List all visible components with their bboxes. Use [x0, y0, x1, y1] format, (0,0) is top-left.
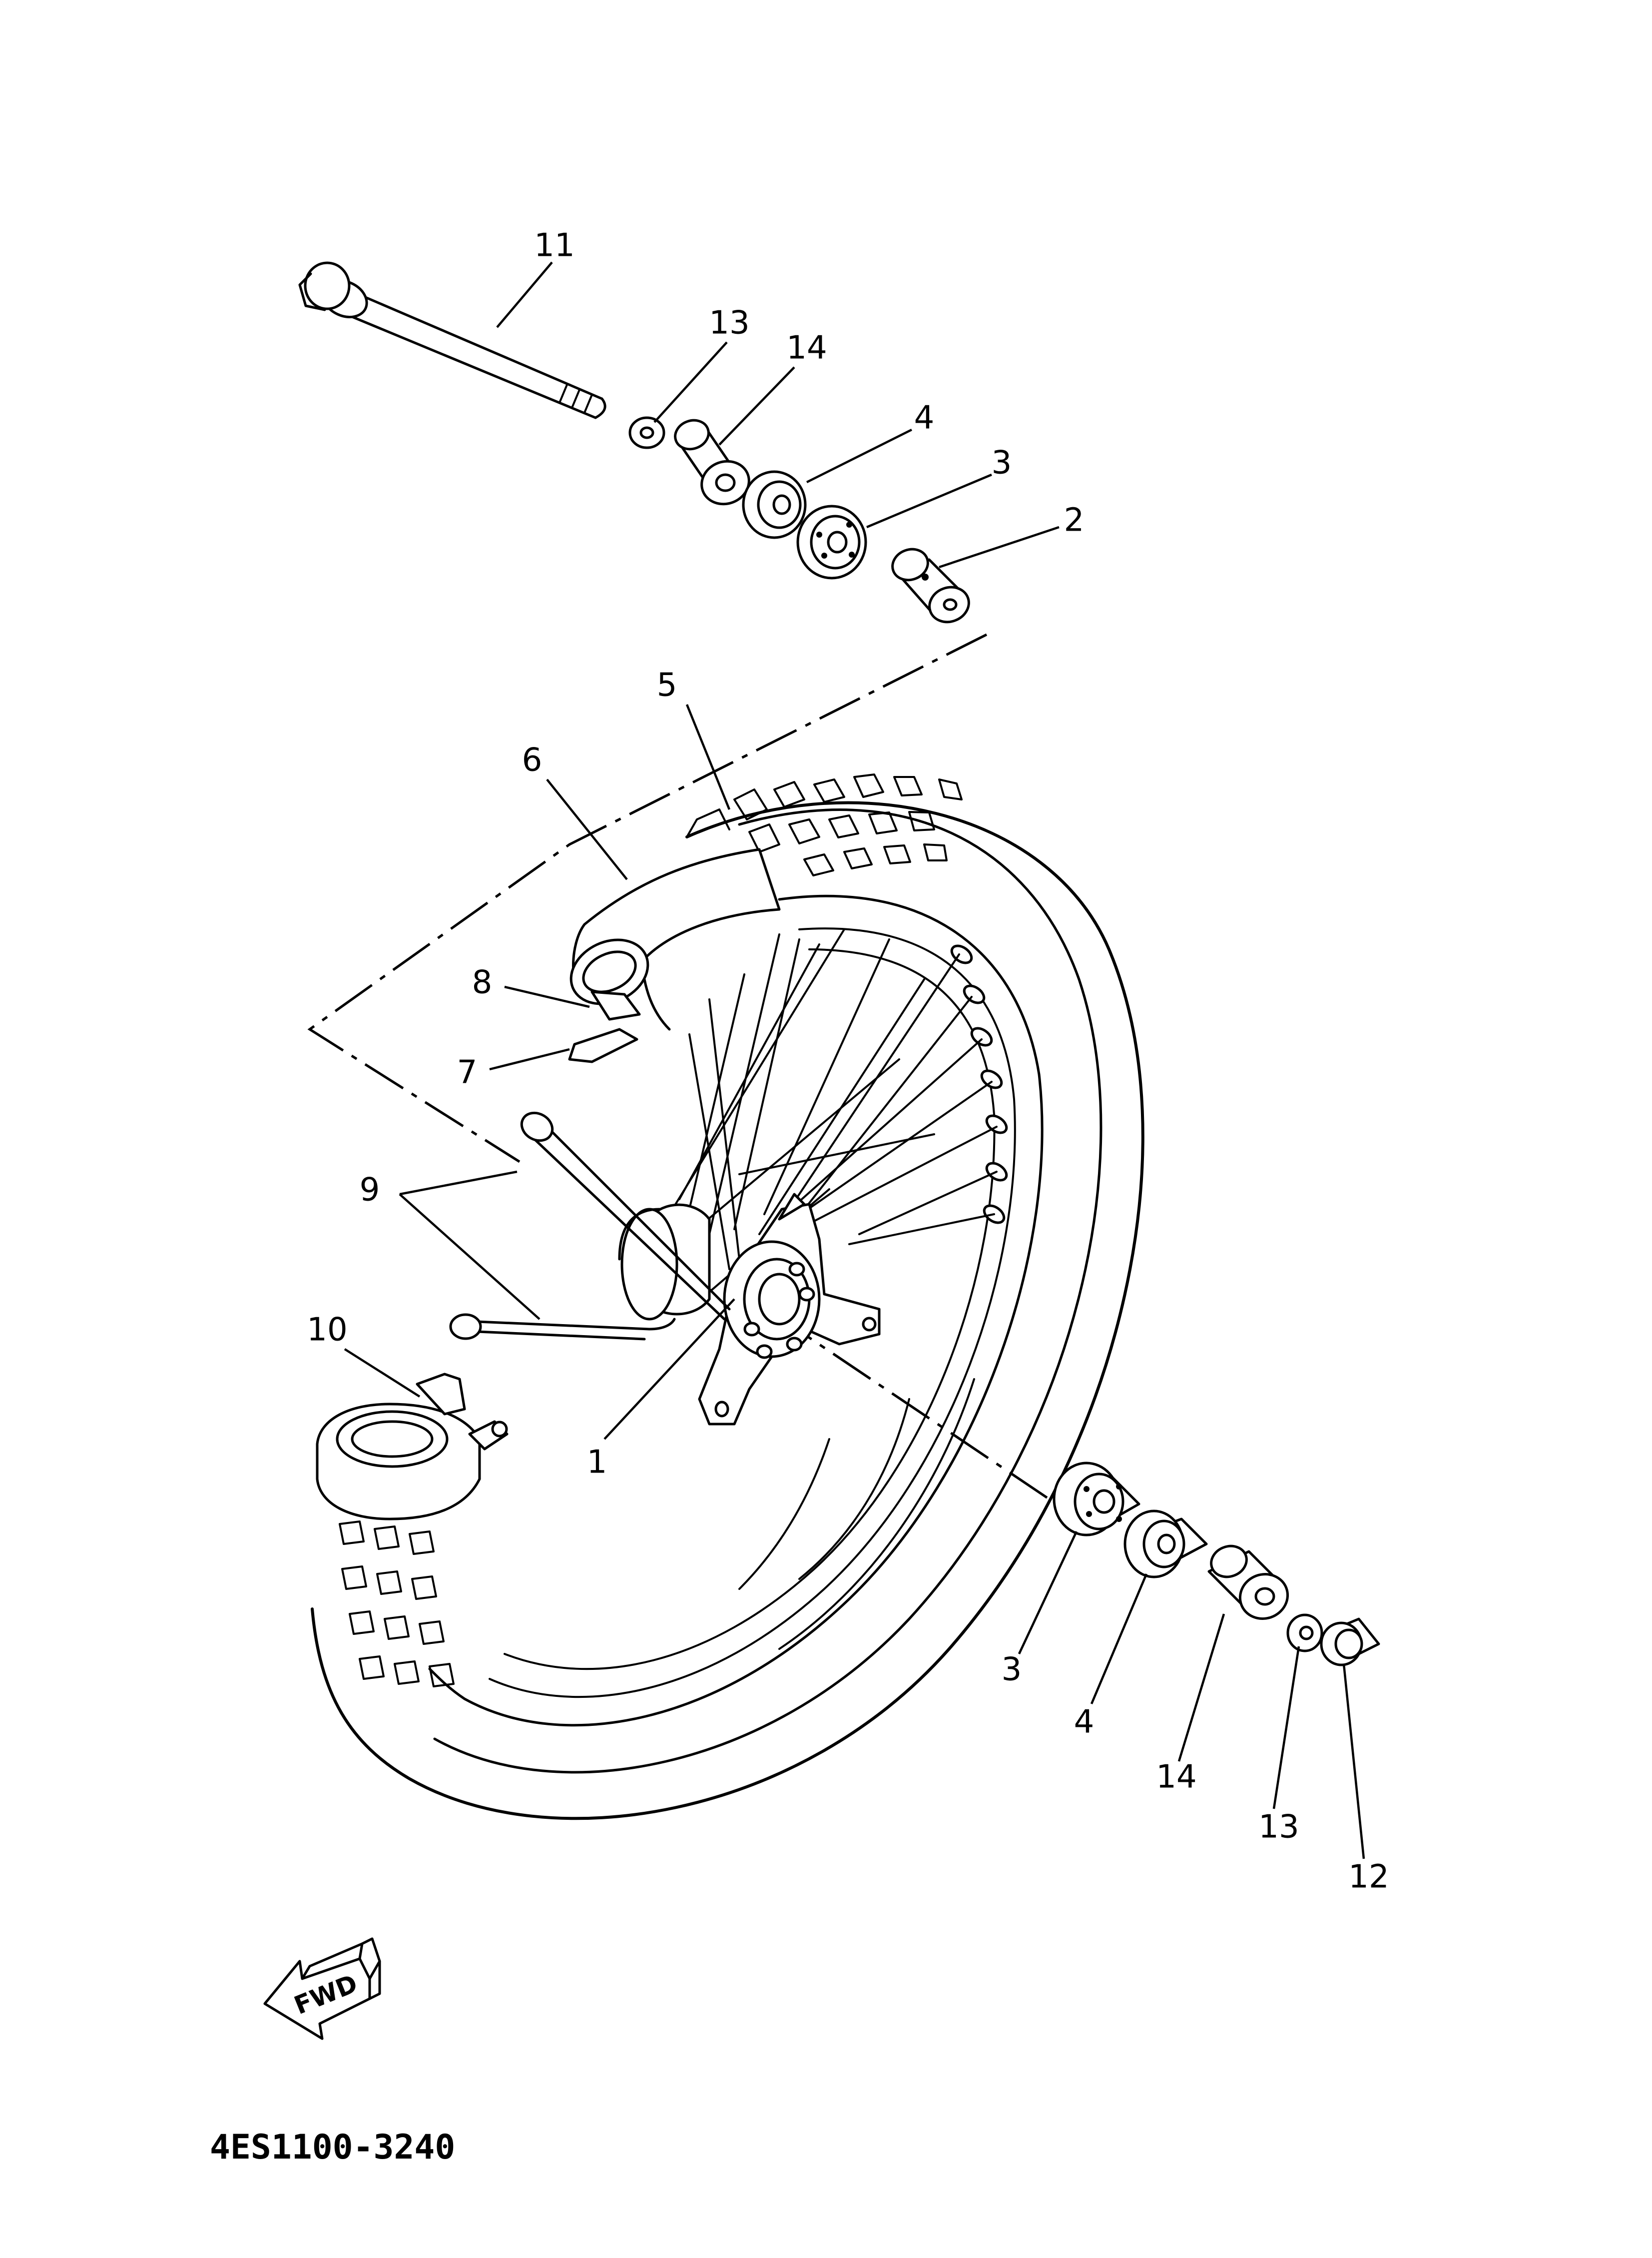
callout-6: 6	[522, 742, 543, 779]
top-collar-14	[674, 419, 750, 506]
callout-11: 11	[534, 227, 574, 264]
assembly-line-top	[307, 633, 988, 1163]
tube-valve	[568, 990, 641, 1063]
callout-13-bottom: 13	[1258, 1809, 1299, 1846]
top-collar-13	[628, 416, 665, 449]
axle-nut-12	[1320, 1617, 1380, 1666]
bottom-collar-14	[1207, 1544, 1289, 1620]
callout-1: 1	[587, 1444, 607, 1481]
tire-tread-top	[686, 773, 963, 876]
leader-lines	[344, 261, 1365, 1859]
top-oil-seal-4	[742, 470, 807, 539]
bottom-bearing-3	[1053, 1462, 1140, 1536]
callout-5: 5	[657, 667, 677, 704]
front-axle	[298, 261, 606, 419]
callout-14-top: 14	[786, 330, 827, 367]
fwd-arrow-icon: FWD	[263, 1937, 381, 2040]
spoke-set-9	[449, 1111, 731, 1341]
assembly-line-axle	[773, 1313, 1050, 1501]
callout-9: 9	[360, 1172, 380, 1209]
callout-4-bottom: 4	[1074, 1704, 1095, 1741]
inner-tube	[569, 848, 781, 1031]
diagram-code: 4ES1100-3240	[210, 2128, 455, 2167]
top-bearing-3	[796, 505, 867, 580]
callout-2: 2	[1064, 502, 1085, 539]
callout-12: 12	[1348, 1859, 1389, 1896]
callout-7: 7	[457, 1054, 478, 1091]
bottom-collar-13	[1286, 1613, 1323, 1652]
callout-4-top: 4	[914, 400, 935, 437]
spokes	[653, 928, 998, 1310]
spoke-nipples	[950, 944, 1008, 1224]
callout-3-bottom: 3	[1002, 1651, 1022, 1688]
callout-3-top: 3	[992, 445, 1012, 482]
rim-lock-assembly	[316, 1373, 509, 1520]
callout-10: 10	[307, 1312, 347, 1349]
callout-8: 8	[472, 964, 493, 1001]
callout-13-top: 13	[709, 305, 749, 342]
spacer-2	[891, 548, 970, 624]
callout-14-bottom: 14	[1156, 1759, 1196, 1796]
tire	[311, 801, 1144, 1820]
wheel-hub	[618, 1193, 881, 1426]
bottom-oil-seal-4	[1123, 1509, 1208, 1578]
callout-numbers: 11 13 14 4 3 2 5 6 8 7 9 10 1 3 4 14 13 …	[307, 227, 1389, 1896]
